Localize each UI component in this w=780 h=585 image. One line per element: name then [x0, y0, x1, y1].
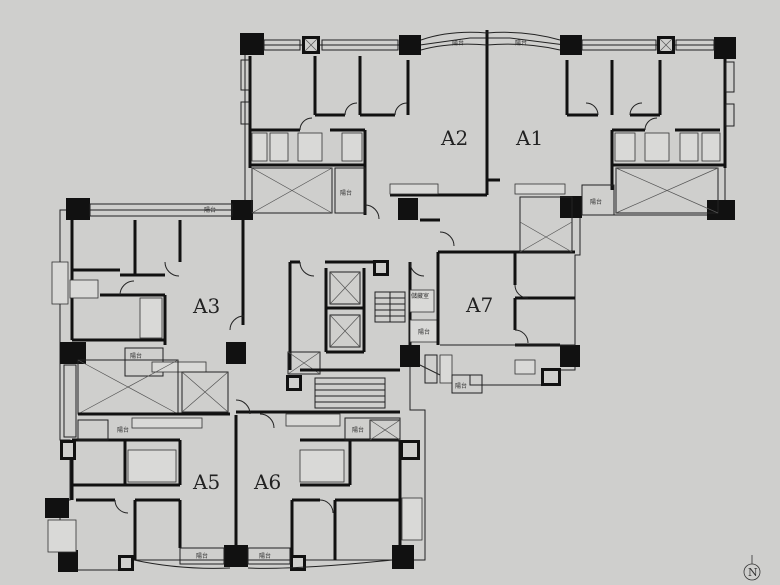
unit-label-a7: A7: [465, 293, 493, 317]
walls-a6: [236, 410, 423, 571]
balcony-label: 陽台: [452, 39, 464, 47]
balcony-label: 陽台: [117, 426, 129, 434]
walls-a5: [45, 412, 248, 572]
balcony-label: 陽台: [259, 552, 271, 560]
balcony-label: 陽台: [515, 39, 527, 47]
north-arrow: N: [743, 555, 761, 581]
walls-a3: [51, 198, 246, 438]
stair-treads: [314, 291, 406, 409]
balcony-label: 陽台: [130, 352, 142, 360]
door-swings: [114, 102, 658, 514]
balcony-label: 陽台: [590, 198, 602, 206]
core: [286, 260, 439, 409]
balcony-label: 陽台: [418, 328, 430, 336]
upper-windows: [240, 31, 735, 127]
unit-label-a6: A6: [253, 470, 281, 494]
balcony-label: 陽台: [352, 426, 364, 434]
storage-room-label: 儲藏室: [411, 292, 429, 300]
lower-balconies: [133, 354, 438, 569]
unit-label-a3: A3: [192, 294, 220, 318]
unit-label-a1: A1: [515, 126, 543, 150]
upper-bathrooms: [251, 132, 721, 195]
unit-label-a5: A5: [192, 470, 220, 494]
north-arrow-label: N: [748, 566, 758, 579]
upper-service-balconies: [251, 167, 719, 216]
balcony-label: 陽台: [340, 189, 352, 197]
unit-label-a2: A2: [440, 126, 468, 150]
balcony-label: 陽台: [204, 206, 216, 214]
balcony-label: 陽台: [196, 552, 208, 560]
balcony-label: 陽台: [455, 382, 467, 390]
walls-a7: [436, 196, 580, 394]
walls-upper: [231, 30, 736, 222]
